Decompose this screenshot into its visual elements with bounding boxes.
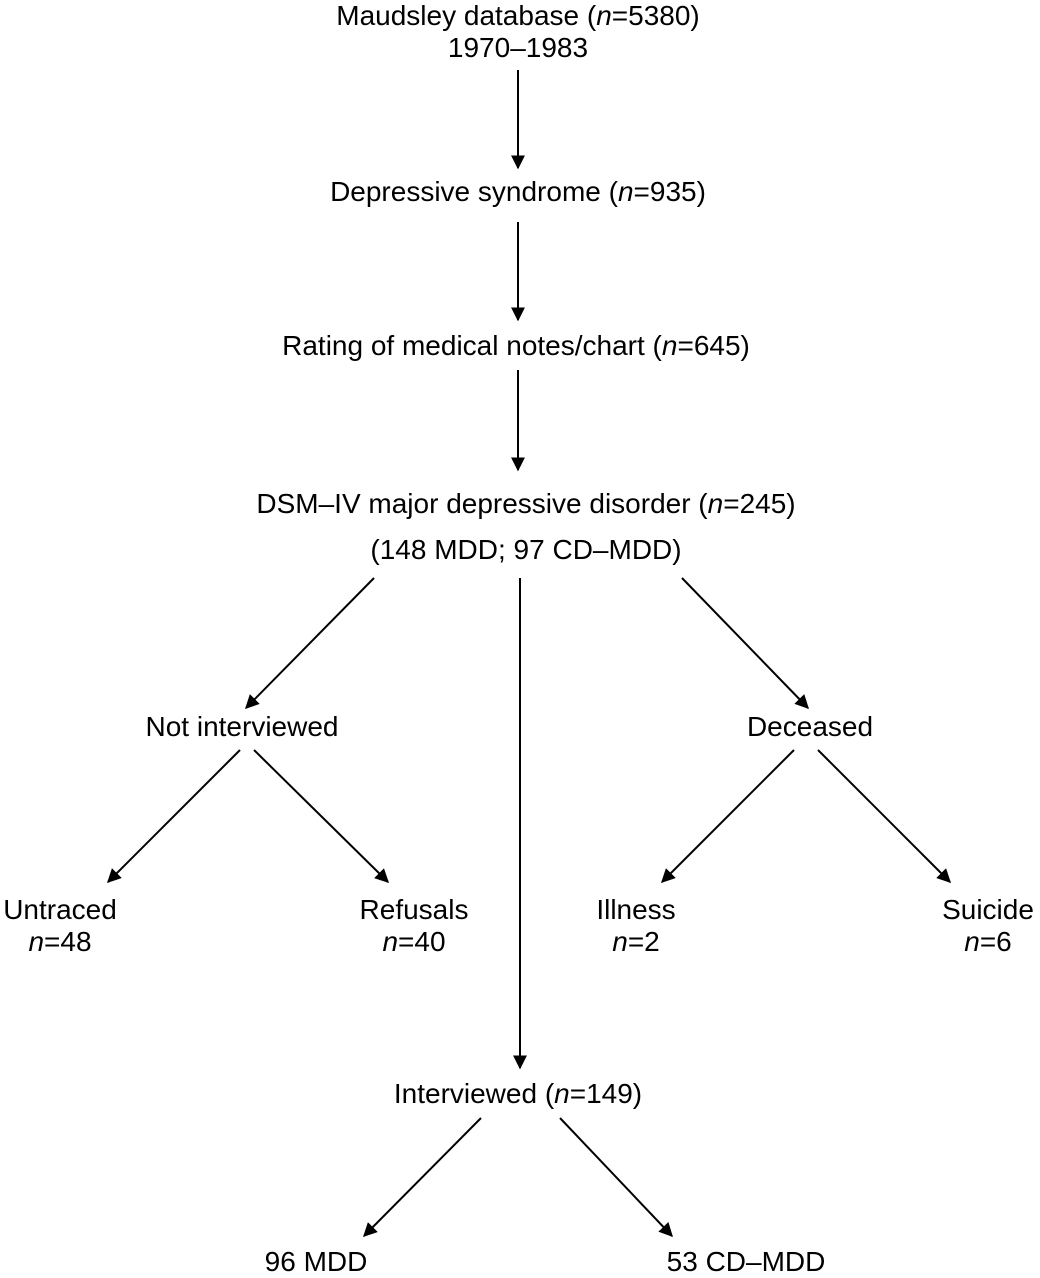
arrow-dsm-to-deceased	[681, 577, 809, 710]
node-dsm-breakdown: (148 MDD; 97 CD–MDD)	[370, 534, 682, 565]
arrow-not-interviewed-to-untraced	[107, 749, 241, 883]
node-depressive-syndrome: Depressive syndrome (n=935)	[330, 176, 706, 207]
arrow-dsm-to-not-interviewed	[245, 577, 375, 709]
arrow-deceased-to-suicide	[817, 749, 951, 883]
node-interviewed: Interviewed (n=149)	[393, 1078, 643, 1109]
node-maudsley-years: 1970–1983	[447, 32, 589, 63]
arrow-deceased-to-illness	[661, 749, 795, 883]
node-maudsley: Maudsley database (n=5380) 1970–1983	[336, 0, 700, 63]
arrow-interviewed-to-cdmdd	[559, 1117, 673, 1238]
node-not-interviewed: Not interviewed	[145, 711, 339, 742]
node-untraced: Untraced n=48	[3, 894, 117, 957]
node-53-cd-mdd: 53 CD–MDD	[666, 1246, 826, 1277]
node-deceased: Deceased	[746, 711, 874, 742]
arrow-interviewed-to-mdd	[363, 1117, 482, 1237]
node-illness: Illness n=2	[596, 894, 676, 957]
node-rating-medical-notes: Rating of medical notes/chart (n=645)	[282, 330, 750, 361]
node-dsm-iv-mdd: DSM–IV major depressive disorder (n=245)…	[256, 488, 796, 565]
node-refusals: Refusals n=40	[359, 894, 469, 957]
node-suicide: Suicide n=6	[942, 894, 1034, 957]
arrow-not-interviewed-to-refusals	[253, 749, 389, 883]
node-96-mdd: 96 MDD	[264, 1246, 368, 1277]
